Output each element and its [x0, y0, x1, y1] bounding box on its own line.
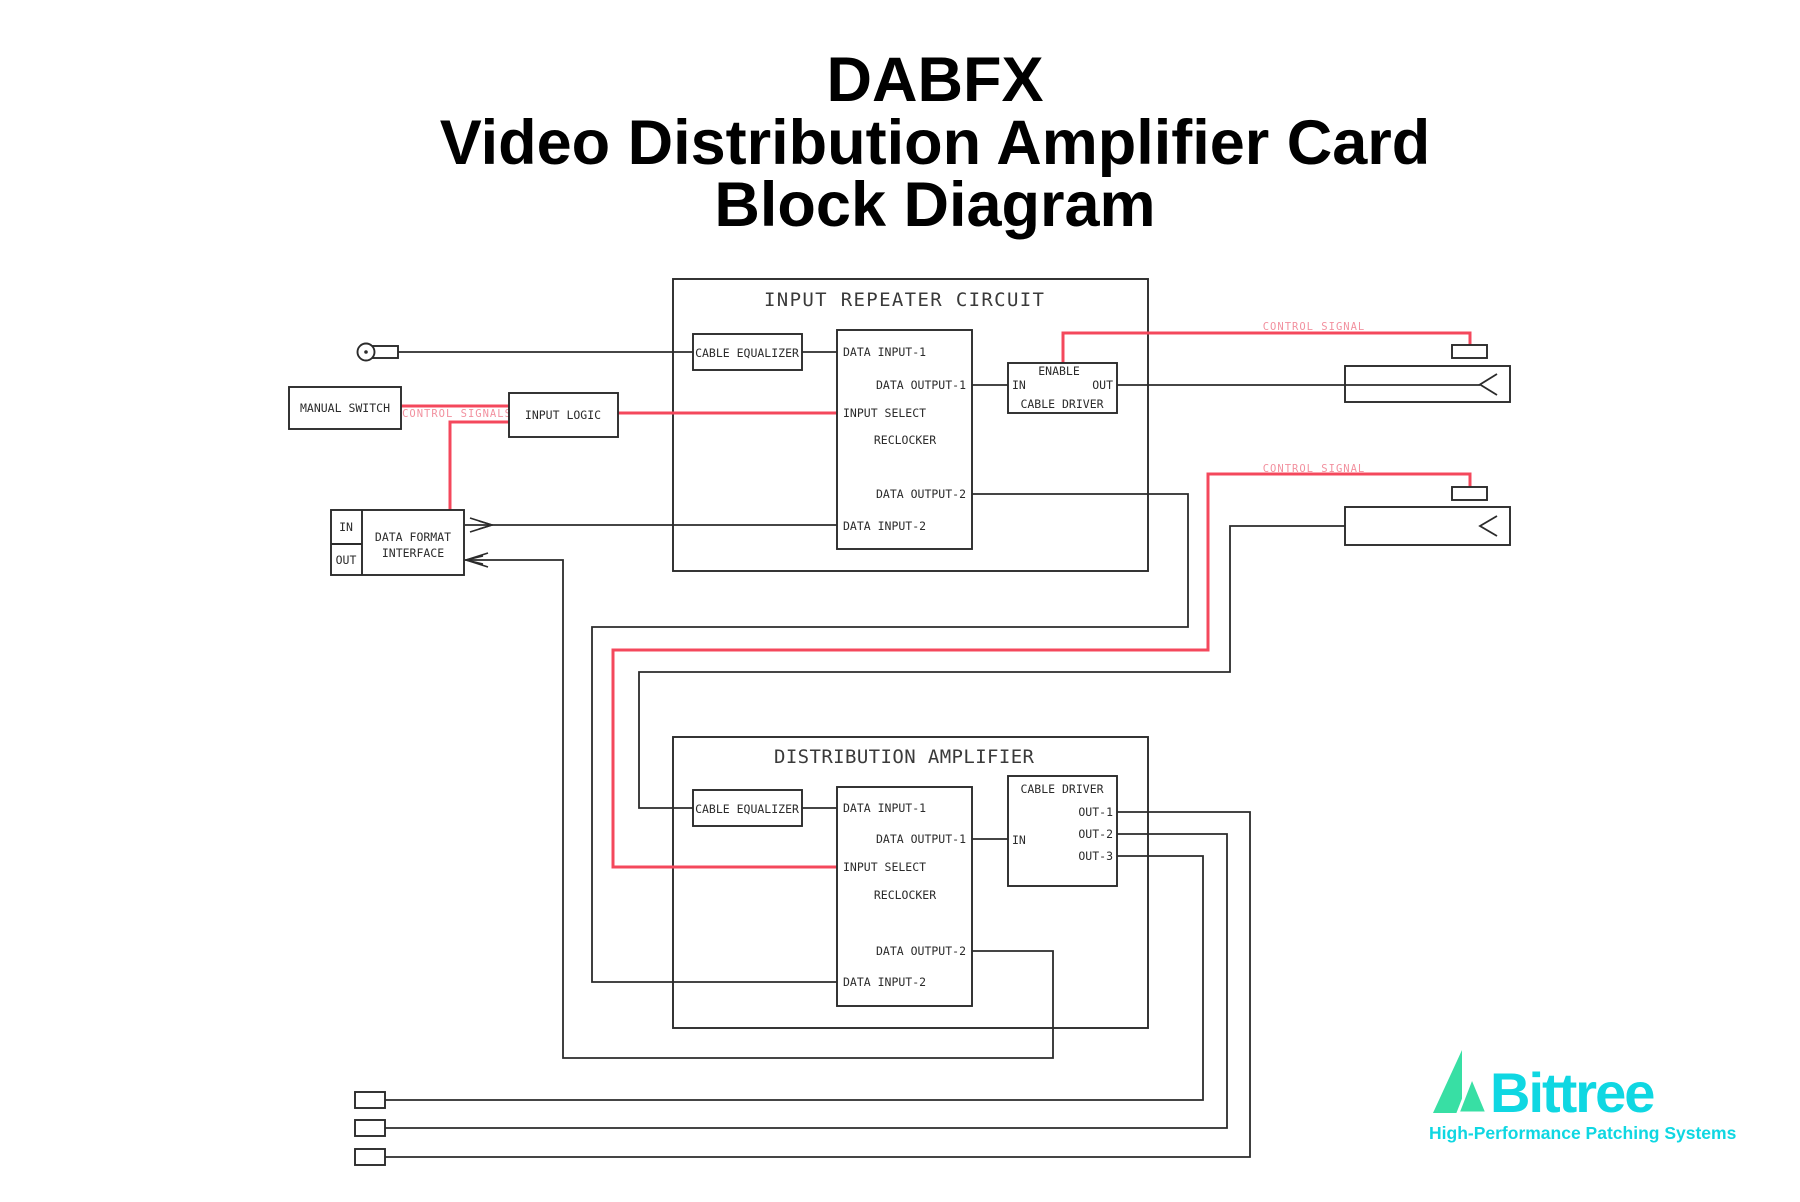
logo-tagline-text: High-Performance Patching Systems	[1429, 1123, 1737, 1143]
page-title-line-1: DABFX	[827, 45, 1044, 115]
dist-driver-out-3-label: OUT-3	[1078, 849, 1113, 863]
arrow-right-icon	[469, 517, 495, 533]
repeater-cable-driver-label: CABLE DRIVER	[1020, 397, 1103, 411]
dist-cable-equalizer-label: CABLE EQUALIZER	[695, 802, 799, 816]
repeater-cable-equalizer-box	[692, 333, 803, 371]
repeater-input-select-label: INPUT SELECT	[843, 406, 926, 420]
dist-driver-in-label: IN	[1012, 833, 1026, 847]
repeater-driver-in-label: IN	[1012, 378, 1026, 392]
distribution-amplifier-title: DISTRIBUTION AMPLIFIER	[774, 746, 1036, 768]
signal-wires	[385, 351, 1480, 1158]
patch-jack-1-contact	[1478, 373, 1498, 396]
manual-switch-label: MANUAL SWITCH	[300, 401, 390, 415]
logo-triangle-small	[1455, 1072, 1490, 1115]
dist-data-input-2-label: DATA INPUT-2	[843, 975, 926, 989]
dist-driver-out-2-label: OUT-2	[1078, 827, 1113, 841]
patch-jack-2-contact	[1478, 515, 1498, 537]
control-connector-1	[1451, 344, 1488, 359]
patch-jack-2-icon	[1344, 486, 1511, 546]
dist-data-output-1-label: DATA OUTPUT-1	[876, 832, 966, 846]
control-signal-top-label: CONTROL SIGNAL	[1263, 321, 1366, 333]
patch-jack-2-body	[1344, 506, 1511, 546]
arrow-left-icon	[463, 552, 489, 568]
bottom-connector-2	[354, 1119, 386, 1137]
dist-cable-driver-label: CABLE DRIVER	[1020, 782, 1103, 796]
bittree-logo: Bittree High-Performance Patching System…	[1429, 1050, 1737, 1143]
repeater-driver-out-label: OUT	[1092, 378, 1113, 392]
wire-out2-to-bottom-connector-2	[385, 833, 1228, 1129]
control-wire-input-logic-to-interface	[448, 420, 509, 510]
input-logic-label: INPUT LOGIC	[525, 408, 601, 422]
dist-input-select-label: INPUT SELECT	[843, 860, 926, 874]
data-format-interface-box	[330, 509, 465, 576]
dist-driver-out-1-label: OUT-1	[1078, 805, 1113, 819]
dist-data-input-1-label: DATA INPUT-1	[843, 801, 926, 815]
bnc-pin	[364, 350, 368, 354]
interface-name-line-2: INTERFACE	[382, 546, 444, 560]
dist-cable-equalizer-box	[692, 789, 803, 827]
patch-jack-1-icon	[1344, 344, 1511, 403]
logo-triangle-large	[1433, 1050, 1462, 1113]
bnc-input-connector-icon	[356, 342, 399, 362]
dist-cable-driver-box	[1007, 775, 1118, 887]
input-repeater-circuit-box	[672, 278, 1149, 572]
input-repeater-circuit-title: INPUT REPEATER CIRCUIT	[764, 289, 1046, 311]
wire-out3-to-bottom-connector-1	[385, 855, 1204, 1101]
arrow-right-inner	[478, 520, 495, 530]
interface-name-line-1: DATA FORMAT	[375, 530, 451, 544]
repeater-data-input-2-label: DATA INPUT-2	[843, 519, 926, 533]
wire-out1-to-bottom-connector-3	[385, 811, 1251, 1158]
control-signals-label: CONTROL SIGNALS	[402, 408, 512, 420]
repeater-cable-equalizer-label: CABLE EQUALIZER	[695, 346, 799, 360]
wire-jack2-to-dist-equalizer	[638, 525, 1345, 809]
logo-brand-text: Bittree	[1490, 1061, 1654, 1124]
logo-mark-icon	[1433, 1050, 1490, 1115]
input-logic-box	[508, 392, 619, 438]
page-title: DABFX Video Distribution Amplifier Card …	[440, 45, 1431, 240]
repeater-reclocker-label: RECLOCKER	[874, 433, 936, 447]
patch-jack-1-body	[1344, 365, 1511, 403]
data-format-interface: IN OUT DATA FORMAT INTERFACE	[330, 509, 465, 576]
manual-switch-box	[288, 386, 402, 430]
bottom-connector-1	[354, 1091, 386, 1109]
page-title-line-3: Block Diagram	[714, 170, 1155, 240]
distribution-amplifier-box	[672, 736, 1149, 1029]
input-repeater-circuit: CABLE EQUALIZER DATA INPUT-1 DATA OUTPUT…	[692, 329, 1118, 550]
dist-reclocker-label: RECLOCKER	[874, 888, 936, 902]
data-format-interface-dividers	[331, 510, 363, 575]
dist-core-box	[836, 786, 973, 1007]
control-wire-enable-to-control-connector-1	[1061, 331, 1472, 363]
wire-repeater-output2-to-dist-data-input-2	[591, 493, 1189, 983]
control-connector-2	[1451, 486, 1488, 501]
control-signal-wires	[401, 331, 1472, 869]
control-signal-bottom-label: CONTROL SIGNAL	[1263, 463, 1366, 475]
repeater-cable-driver-box	[1007, 362, 1118, 414]
wire-dist-output2-to-interface-out	[465, 559, 1054, 1059]
bottom-connector-3	[354, 1148, 386, 1166]
bottom-output-connectors	[354, 1091, 386, 1166]
repeater-data-output-2-label: DATA OUTPUT-2	[876, 487, 966, 501]
repeater-enable-label: ENABLE	[1038, 364, 1080, 378]
repeater-data-output-1-label: DATA OUTPUT-1	[876, 378, 966, 392]
interface-in-label: IN	[339, 520, 353, 534]
distribution-amplifier: CABLE EQUALIZER DATA INPUT-1 DATA OUTPUT…	[692, 775, 1118, 1007]
arrow-left-inner	[465, 555, 484, 565]
dist-data-output-2-label: DATA OUTPUT-2	[876, 944, 966, 958]
repeater-data-input-1-label: DATA INPUT-1	[843, 345, 926, 359]
control-wire-control-connector-2-to-dist-input-select	[611, 472, 1472, 869]
interface-out-label: OUT	[336, 553, 357, 567]
repeater-core-box	[836, 329, 973, 550]
page-title-line-2: Video Distribution Amplifier Card	[440, 108, 1431, 178]
